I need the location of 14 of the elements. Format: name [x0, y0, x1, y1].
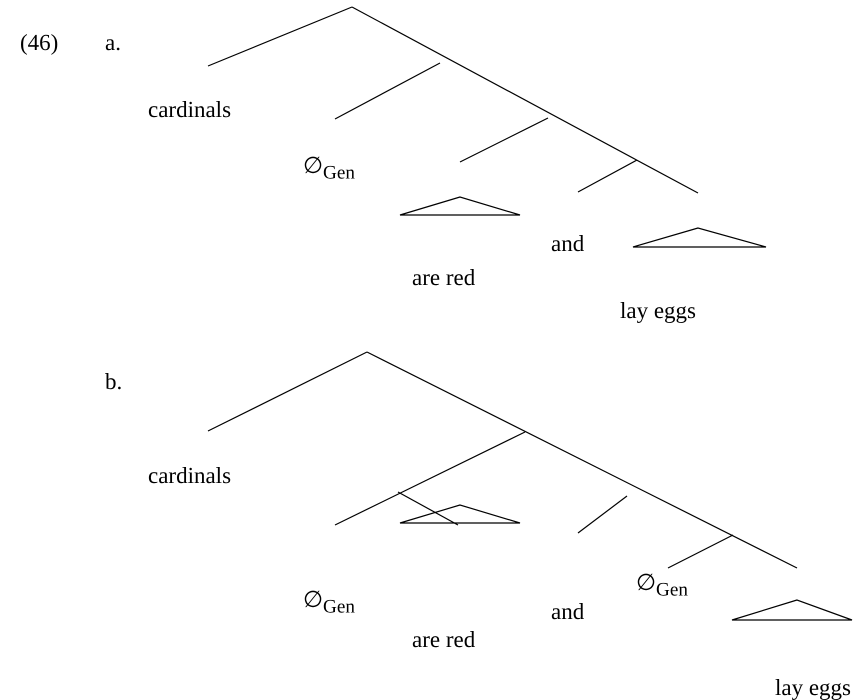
- leaf-text: and: [551, 600, 584, 623]
- leaf-text: cardinals: [148, 98, 232, 121]
- leaf-text: are red: [412, 628, 476, 651]
- leaf-text: ∅$_{Gen}$: [636, 571, 688, 600]
- leaf-text: and: [551, 232, 584, 255]
- sub-example-letter: a.: [105, 31, 121, 54]
- leaf-text: are red: [412, 266, 476, 289]
- leaf-text: ∅$_{Gen}$: [303, 154, 355, 183]
- leaf-text: cardinals: [148, 464, 232, 487]
- example-number: (46): [20, 31, 58, 54]
- leaf-text: lay eggs: [620, 299, 696, 322]
- leaf-text: lay eggs: [775, 676, 852, 699]
- leaf-text: ∅$_{Gen}$: [303, 588, 355, 617]
- sub-example-letter: b.: [105, 370, 122, 393]
